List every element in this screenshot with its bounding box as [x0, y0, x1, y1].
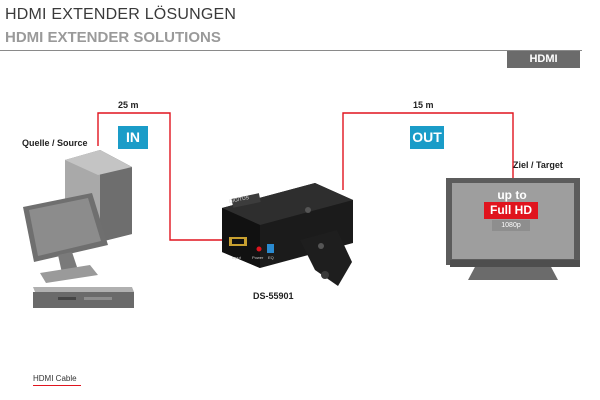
tv-fullhd-badge: Full HD — [484, 202, 538, 219]
header-rule — [0, 50, 582, 51]
device-port-input: Input — [232, 255, 241, 260]
legend-cable-line — [33, 385, 81, 386]
cable-extender-to-target — [342, 112, 514, 190]
target-distance: 15 m — [413, 100, 434, 110]
category-tag: HDMI — [507, 51, 580, 68]
out-badge-label: OUT — [410, 129, 444, 145]
source-label: Quelle / Source — [22, 138, 88, 148]
device-port-eq: EQ — [268, 255, 274, 260]
device-model: DS-55901 — [253, 291, 294, 301]
title-english: HDMI EXTENDER SOLUTIONS — [5, 29, 221, 46]
cable-source-to-extender — [97, 112, 238, 241]
tv-upto-text: up to — [497, 188, 527, 202]
source-distance: 25 m — [118, 100, 139, 110]
tv-resolution-badge: 1080p — [492, 220, 530, 231]
target-label: Ziel / Target — [513, 160, 563, 170]
legend-label: HDMI Cable — [33, 374, 77, 383]
device-port-power: Power — [252, 255, 264, 260]
title-german: HDMI EXTENDER LÖSUNGEN — [5, 6, 237, 23]
hdmi-extender-device — [222, 183, 353, 286]
settop-box-icon — [33, 287, 134, 308]
monitor-icon — [23, 193, 108, 283]
in-badge-label: IN — [118, 129, 148, 145]
